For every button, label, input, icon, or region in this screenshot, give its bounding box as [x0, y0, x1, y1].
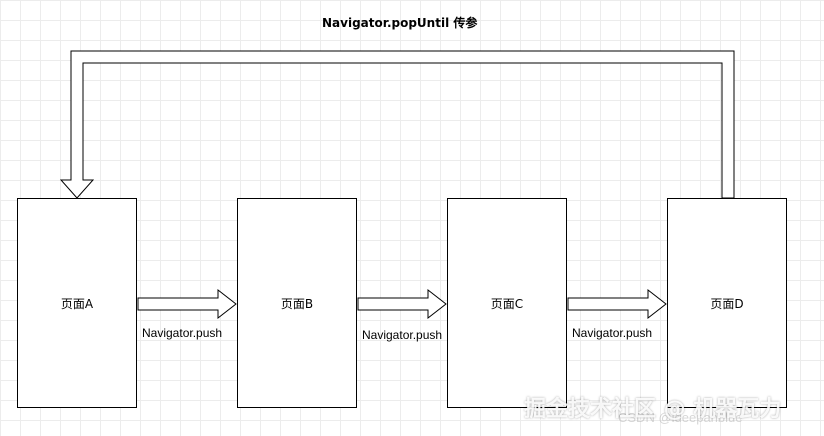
- push-arrow-b-c: [357, 288, 447, 320]
- page-c-box: 页面C: [447, 198, 567, 408]
- popuntil-label: Navigator.popUntil 传参: [322, 16, 478, 30]
- push-label-b-c: Navigator.push: [362, 328, 443, 342]
- push-arrow-a-b: [137, 288, 237, 320]
- page-c-label: 页面C: [490, 297, 524, 311]
- page-a-label: 页面A: [60, 297, 94, 311]
- page-b-label: 页面B: [280, 297, 314, 311]
- push-label-c-d: Navigator.push: [572, 326, 653, 340]
- popuntil-arrow: [59, 50, 735, 199]
- watermark-csdn: CSDN @ideepanblue: [618, 410, 743, 425]
- page-d-label: 页面D: [710, 297, 744, 311]
- page-d-box: 页面D: [667, 198, 787, 408]
- push-arrow-c-d: [567, 288, 667, 320]
- push-label-a-b: Navigator.push: [142, 326, 223, 340]
- page-b-box: 页面B: [237, 198, 357, 408]
- page-a-box: 页面A: [17, 198, 137, 408]
- watermark: 掘金技术社区 @ 机器瓦力: [524, 397, 782, 422]
